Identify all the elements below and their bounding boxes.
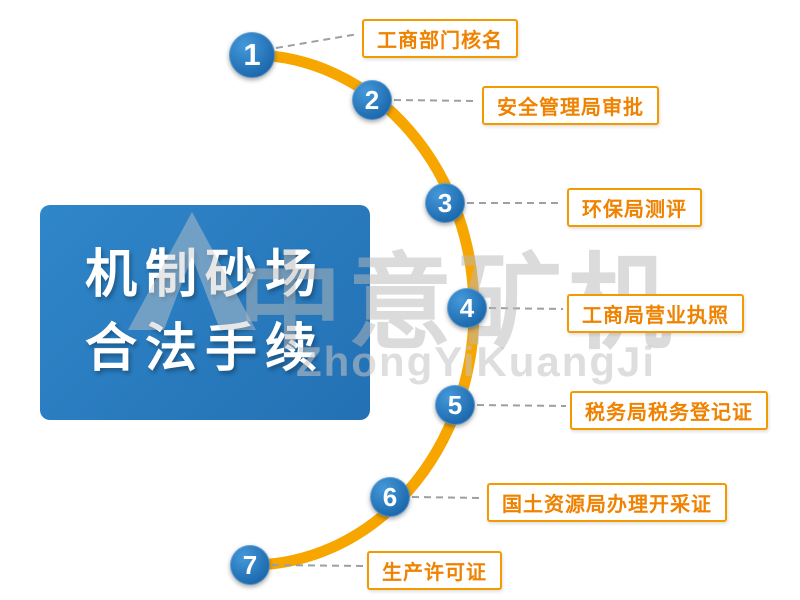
connector-line-6: [411, 496, 484, 499]
connector-line-5: [476, 404, 567, 407]
main-title-line-2: 合法手续: [84, 319, 325, 378]
step-number-6: 6: [370, 477, 410, 517]
step-number-2: 2: [352, 80, 392, 120]
step-label-6: 国土资源局办理开采证: [487, 483, 727, 522]
step-label-4: 工商局营业执照: [567, 294, 744, 333]
step-number-7: 7: [230, 545, 270, 585]
connector-line-1: [275, 33, 359, 49]
step-label-7: 生产许可证: [367, 551, 502, 590]
step-label-5: 税务局税务登记证: [570, 391, 768, 430]
step-label-3: 环保局测评: [567, 188, 702, 227]
step-label-1: 工商部门核名: [362, 19, 518, 58]
flow-arc: [244, 49, 480, 571]
step-number-3: 3: [425, 183, 465, 223]
step-label-2: 安全管理局审批: [482, 86, 659, 125]
step-number-5: 5: [435, 385, 475, 425]
main-title-line-1: 机制砂场: [84, 246, 325, 305]
connector-line-4: [488, 307, 564, 310]
connector-line-7: [271, 564, 364, 567]
step-number-4: 4: [447, 288, 487, 328]
connector-line-2: [393, 99, 479, 102]
main-title-panel: 机制砂场 合法手续: [40, 205, 370, 420]
step-number-1: 1: [229, 32, 275, 78]
